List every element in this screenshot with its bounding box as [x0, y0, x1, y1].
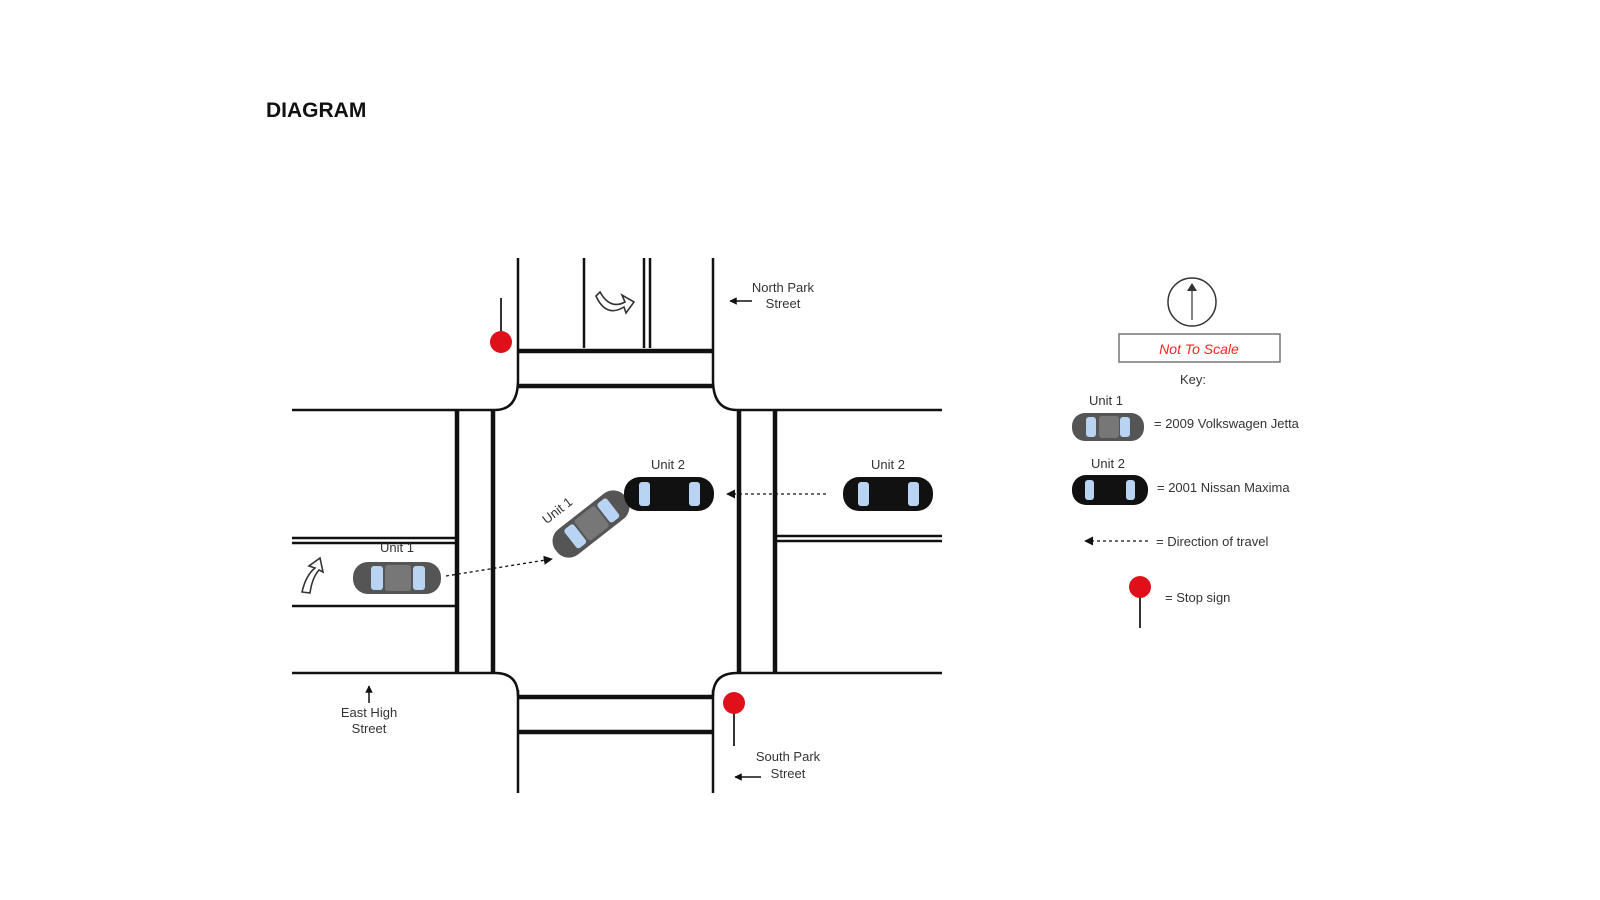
key-unit1-car-icon: [1072, 413, 1144, 441]
curved-arrow-icon: [595, 290, 636, 315]
road-network: [292, 258, 942, 793]
svg-text:Street: Street: [352, 721, 387, 736]
svg-text:North Park: North Park: [752, 280, 815, 295]
key-unit2-car-icon: [1072, 475, 1148, 505]
vehicle-unit2-start: [843, 477, 933, 511]
vehicle-unit1-impact: [552, 490, 630, 558]
label-south-park-street: South Park Street: [734, 749, 821, 781]
stop-sign-icon: [723, 692, 745, 746]
travel-path-unit1: [445, 555, 553, 577]
vehicle-unit1-label: Unit 1: [380, 540, 414, 555]
curved-arrow-icon: [301, 556, 325, 594]
vehicle-unit2-impact: [624, 477, 714, 511]
north-compass-icon: [1167, 277, 1217, 327]
key-stop-sign-icon: [1129, 576, 1151, 628]
key-stop-text: = Stop sign: [1165, 590, 1230, 605]
not-to-scale-box: Not To Scale: [1118, 333, 1281, 363]
key-unit1-label: Unit 1: [1089, 393, 1123, 408]
stop-sign-icon: [490, 298, 512, 353]
label-north-park-street: North Park Street: [729, 280, 815, 311]
key-direction-text: = Direction of travel: [1156, 534, 1268, 549]
key-unit2-label: Unit 2: [1091, 456, 1125, 471]
stop-lines: [454, 348, 778, 735]
key-unit1-text: = 2009 Volkswagen Jetta: [1154, 416, 1300, 431]
svg-text:Not To Scale: Not To Scale: [1159, 341, 1239, 357]
svg-text:Street: Street: [766, 296, 801, 311]
svg-text:Street: Street: [771, 766, 806, 781]
vehicle-unit2-label: Unit 2: [871, 457, 905, 472]
page-title: DIAGRAM: [266, 99, 367, 122]
key-unit2-text: = 2001 Nissan Maxima: [1157, 480, 1290, 495]
label-east-high-street: East High Street: [341, 685, 397, 736]
vehicle-unit1-start: [353, 562, 441, 594]
svg-text:South Park: South Park: [756, 749, 821, 764]
svg-text:East High: East High: [341, 705, 397, 720]
vehicle-unit2-impact-label: Unit 2: [651, 457, 685, 472]
key-heading: Key:: [1180, 372, 1206, 387]
